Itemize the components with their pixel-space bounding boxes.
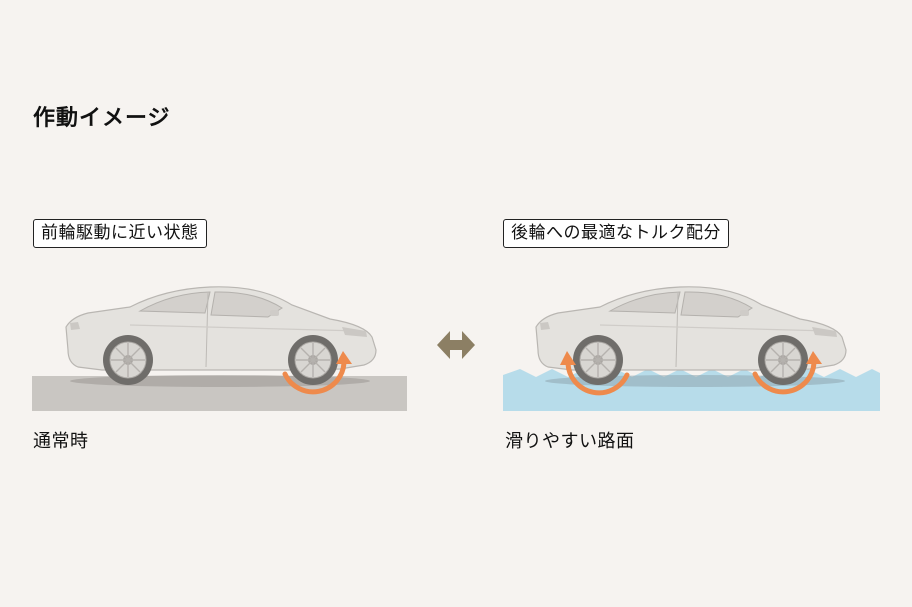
front-wheel-torque-arrow-icon <box>752 351 822 395</box>
car-illustration <box>65 286 377 387</box>
normal-driving-scene <box>32 286 407 411</box>
rear-torque-distribution-label: 後輪への最適なトルク配分 <box>503 219 729 248</box>
slippery-road-caption: 滑りやすい路面 <box>505 431 635 452</box>
double-arrow-icon <box>437 331 475 359</box>
car-illustration <box>535 286 847 387</box>
front-drive-state-label: 前輪駆動に近い状態 <box>33 219 207 248</box>
rear-wheel-torque-arrow-icon <box>560 351 630 396</box>
normal-condition-caption: 通常時 <box>33 431 89 452</box>
slippery-road-scene <box>503 286 880 411</box>
front-wheel-torque-arrow-icon <box>282 351 352 395</box>
diagram-title: 作動イメージ <box>33 106 171 131</box>
